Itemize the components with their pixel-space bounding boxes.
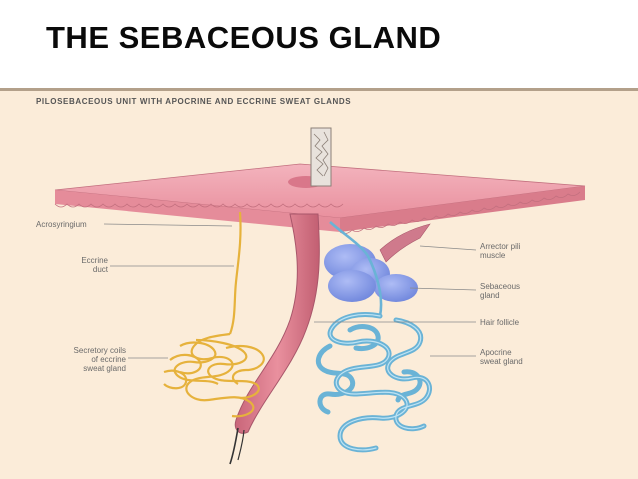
arrector-pili-muscle (380, 224, 430, 262)
label-arrector-pili-line1: Arrector pili (480, 242, 520, 251)
label-secretory-coils-line2: of eccrine (22, 355, 126, 364)
label-hair-follicle: Hair follicle (480, 318, 519, 327)
label-eccrine-duct: Eccrine duct (60, 256, 108, 274)
label-eccrine-duct-line2: duct (60, 265, 108, 274)
label-apocrine-sweat-gland: Apocrine sweat gland (480, 348, 523, 366)
label-apocrine-line1: Apocrine (480, 348, 523, 357)
eccrine-duct (230, 212, 241, 334)
label-acrosyringium: Acrosyringium (36, 220, 87, 229)
sebaceous-gland (324, 244, 418, 302)
apocrine-sweat-gland (318, 315, 429, 450)
label-secretory-coils-line3: sweat gland (22, 364, 126, 373)
hair-shaft (311, 128, 331, 186)
label-eccrine-duct-line1: Eccrine (60, 256, 108, 265)
label-secretory-coils: Secretory coils of eccrine sweat gland (22, 346, 126, 373)
label-sebaceous-gland-line2: gland (480, 291, 520, 300)
label-arrector-pili: Arrector pili muscle (480, 242, 520, 260)
label-secretory-coils-line1: Secretory coils (22, 346, 126, 355)
label-apocrine-line2: sweat gland (480, 357, 523, 366)
label-sebaceous-gland: Sebaceous gland (480, 282, 520, 300)
hair-follicle (230, 214, 319, 464)
label-arrector-pili-line2: muscle (480, 251, 520, 260)
label-sebaceous-gland-line1: Sebaceous (480, 282, 520, 291)
